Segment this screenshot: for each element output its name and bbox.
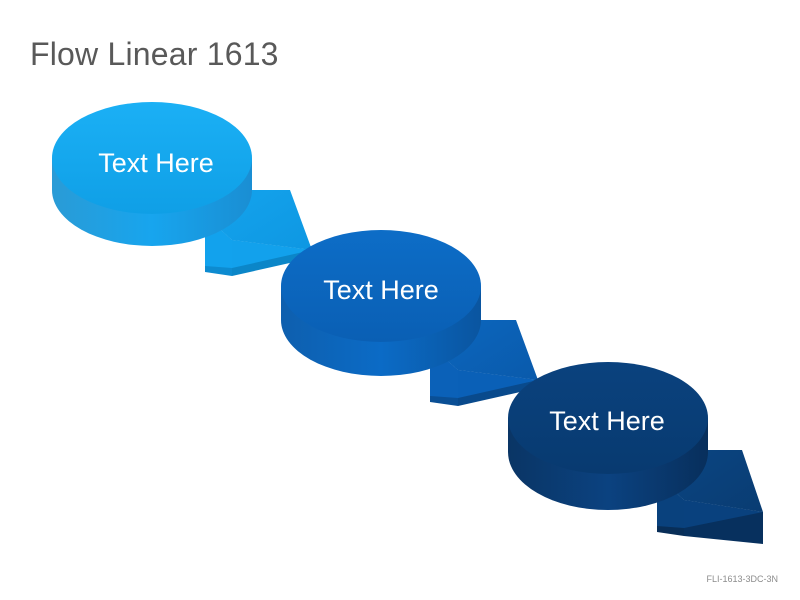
flow-step-1: Text Here xyxy=(52,102,312,276)
flow-step-3-top xyxy=(508,362,708,474)
footer-code: FLI-1613-3DC-3N xyxy=(706,574,778,584)
flow-step-2-top xyxy=(281,230,481,342)
flow-step-2-label: Text Here xyxy=(323,275,439,305)
flow-step-3: Text Here xyxy=(508,362,763,544)
flow-step-1-label: Text Here xyxy=(98,148,214,178)
slide-title: Flow Linear 1613 xyxy=(30,36,279,72)
flow-step-2: Text Here xyxy=(281,230,538,406)
flow-step-1-top xyxy=(52,102,252,214)
flow-step-3-label: Text Here xyxy=(549,406,665,436)
